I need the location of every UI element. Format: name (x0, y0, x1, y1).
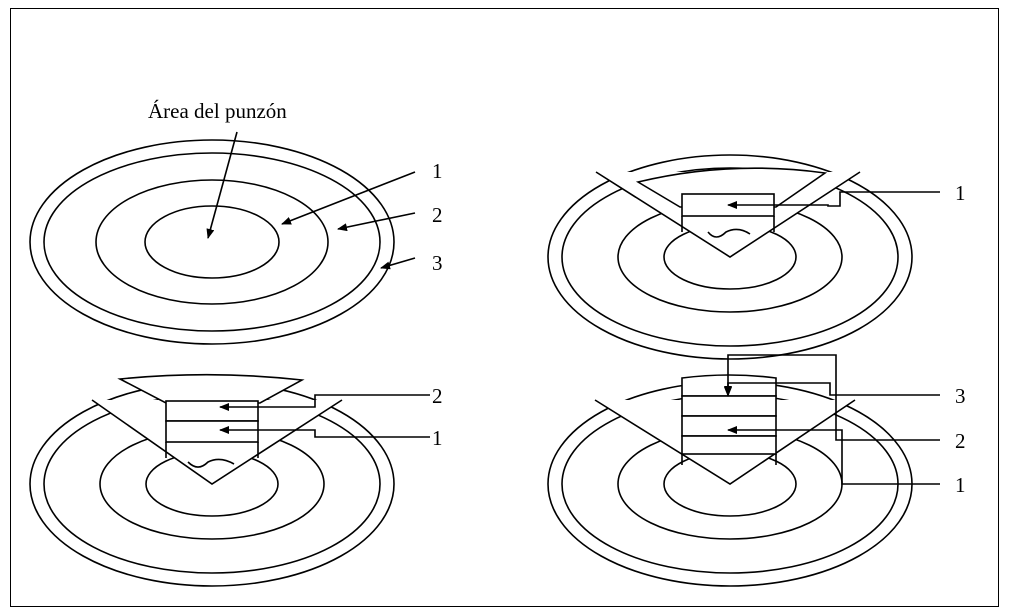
ring-layer-2 (681, 415, 777, 437)
leader-3 (380, 257, 416, 270)
notch-cut (595, 171, 861, 258)
punch-area-arrow (206, 131, 238, 239)
punch-area (144, 205, 280, 279)
panel-2-label-1: 1 (955, 181, 966, 205)
die-ring-3 (43, 152, 381, 332)
ring-layer-2 (165, 400, 259, 422)
leader-1 (727, 426, 940, 485)
panel-4-label-1: 1 (955, 473, 966, 497)
panel-3-label-1: 1 (432, 426, 443, 450)
leader-1 (727, 191, 940, 209)
panel-3-label-2: 2 (432, 384, 443, 408)
ring-layer-3 (681, 395, 777, 417)
leader-2 (219, 394, 430, 411)
ring-layer-1 (681, 435, 777, 455)
ring-layer-1 (165, 420, 259, 443)
die-ring-2 (95, 179, 329, 305)
stack-top (681, 374, 777, 397)
panel-4-label-3: 3 (955, 384, 966, 408)
die-ring-outer (29, 139, 395, 345)
leader-2 (337, 212, 416, 232)
figure-frame (10, 8, 999, 607)
panel-2-die (547, 154, 940, 360)
panel-4-die (547, 354, 940, 587)
panel-1-label-3: 3 (432, 251, 443, 275)
panel-1-die (29, 131, 416, 345)
punch-area-label: Área del punzón (148, 99, 287, 123)
panel-1-label-2: 2 (432, 203, 443, 227)
extracted-sector (117, 373, 305, 404)
leader-2 (724, 354, 940, 441)
leader-1 (281, 171, 416, 225)
leader-1 (219, 426, 430, 438)
panel-1-label-1: 1 (432, 159, 443, 183)
panel-3-die (29, 373, 430, 587)
panel-4-label-2: 2 (955, 429, 966, 453)
